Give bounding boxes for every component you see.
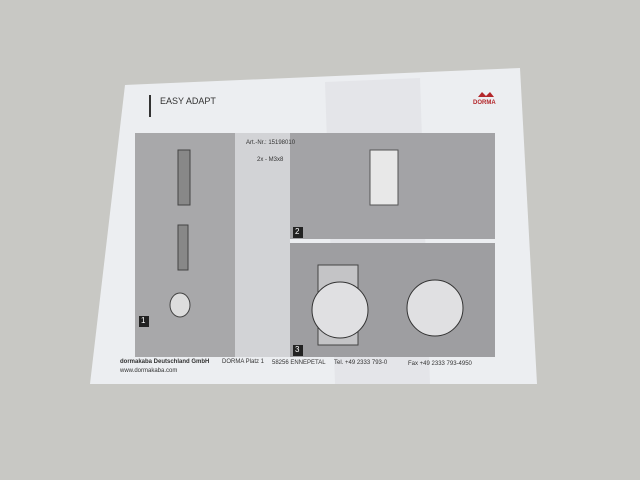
step-number-2: 2: [295, 227, 300, 236]
step-badge-3: [293, 345, 303, 356]
step-number-3: 3: [295, 345, 300, 354]
detail-circle-1: [311, 281, 369, 339]
footer-company: dormakaba Deutschland GmbH: [120, 359, 210, 365]
handle-illustration-2: [177, 224, 189, 271]
bin-illustration: [169, 292, 191, 318]
dorma-crown-icon: [478, 92, 494, 97]
screw-spec: 2x - M3x8: [257, 157, 284, 163]
brand-logo: DORMA: [473, 100, 496, 106]
article-number: Art.-Nr.: 15198010: [246, 140, 296, 146]
footer-website: www.dormakaba.com: [120, 368, 178, 374]
footer-phone: Tel. +49 2333 793-0: [334, 360, 388, 366]
handle-illustration: [177, 149, 191, 206]
footer-address: DORMA Platz 1: [222, 359, 265, 365]
leaflet-title: EASY ADAPT: [160, 96, 216, 106]
footer-fax: Fax +49 2333 793-4950: [408, 361, 472, 367]
step-number-1: 1: [141, 316, 146, 325]
step-badge-2: [293, 227, 303, 238]
panel-parts: [235, 133, 290, 357]
bracket-illustration: [369, 149, 399, 206]
step-badge-1: [139, 316, 149, 327]
footer-city: 58256 ENNEPETAL: [272, 360, 326, 366]
detail-circle-2: [406, 279, 464, 337]
